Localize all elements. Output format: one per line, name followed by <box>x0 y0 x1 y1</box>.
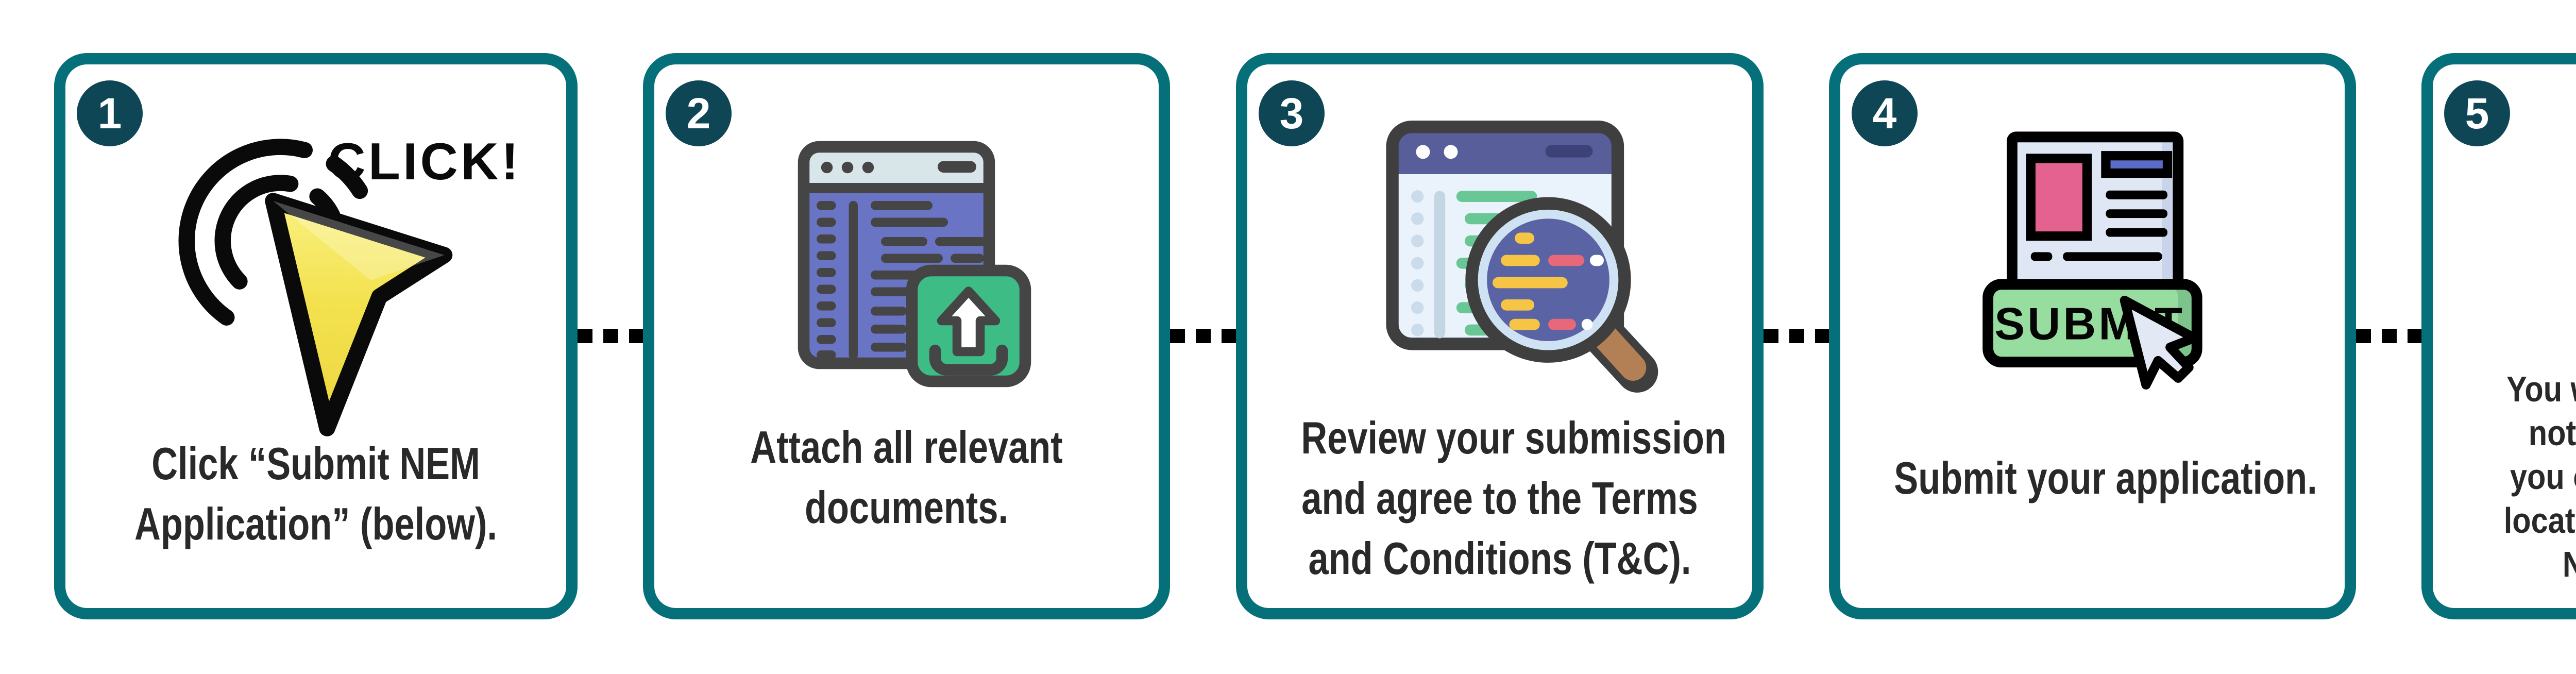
email-notification-icon: 1 <box>2567 108 2576 352</box>
caption-line: Submit your application. <box>1894 452 2317 503</box>
submit-button-icon-svg: SUBMIT <box>1982 131 2202 390</box>
caption-line: Application” (below). <box>134 498 497 549</box>
upload-documents-icon <box>786 131 1043 389</box>
caption-line: and Conditions (T&C). <box>1308 533 1691 584</box>
step-number-badge: 2 <box>666 80 732 146</box>
step-card-4: 4 S <box>1829 53 2356 619</box>
caption-line: Attach all relevant <box>750 422 1063 473</box>
step-caption: Review your submission and agree to the … <box>1301 408 1726 588</box>
caption-line: You will receive an email <box>2506 369 2576 409</box>
click-label: CLICK! <box>328 132 521 191</box>
dashed-connector <box>1764 329 1829 343</box>
submit-button-icon: SUBMIT <box>1967 126 2234 394</box>
caption-line: notification informing <box>2528 413 2576 453</box>
step-caption: Attach all relevant documents. <box>708 417 1105 537</box>
caption-line: Review your submission <box>1301 412 1726 463</box>
step-card-1: 1 CLICK! <box>54 53 578 619</box>
click-cursor-icon-svg: CLICK! <box>178 132 521 436</box>
step-number-badge: 5 <box>2444 80 2510 146</box>
email-notification-icon-svg: 1 <box>2567 108 2576 352</box>
step-number-badge: 1 <box>77 80 143 146</box>
caption-line: NEM application. <box>2475 543 2576 586</box>
step-card-2: 2 <box>643 53 1170 619</box>
click-cursor-icon: CLICK! <box>168 93 529 453</box>
upload-documents-icon-svg <box>798 141 1031 387</box>
cursor-pointer <box>2120 295 2199 390</box>
dashed-connector <box>1170 329 1236 343</box>
step-number: 2 <box>686 89 711 138</box>
caption-line: and agree to the Terms <box>1301 473 1698 524</box>
upload-box <box>906 264 1031 387</box>
step-card-5: 5 1 You will <box>2421 53 2576 619</box>
cursor-arrow <box>265 193 453 436</box>
step-number: 1 <box>97 89 122 138</box>
caption-line: location processing your <box>2503 500 2576 541</box>
document-lines <box>817 201 987 360</box>
magnifier-review-icon-svg <box>1386 121 1658 393</box>
step-caption: You will receive an email notification i… <box>2475 367 2576 586</box>
step-number: 4 <box>1872 89 1897 138</box>
magnifier-review-icon <box>1381 119 1659 397</box>
step-caption: Click “Submit NEM Application” (below). <box>119 433 513 554</box>
step-caption: Submit your application. <box>1894 448 2317 508</box>
step-number-badge: 3 <box>1259 80 1325 146</box>
magnifier <box>1465 197 1658 393</box>
caption-line: you of the Kedai Tenaga <box>2510 457 2576 497</box>
dashed-connector <box>2356 329 2421 343</box>
caption-line: documents. <box>804 482 1009 533</box>
step-number: 3 <box>1279 89 1304 138</box>
step-card-3: 3 <box>1236 53 1764 619</box>
step-number: 5 <box>2465 89 2489 138</box>
application-document <box>2007 131 2184 293</box>
dashed-connector <box>578 329 643 343</box>
step-number-badge: 4 <box>1852 80 1918 146</box>
caption-line: Click “Submit NEM <box>151 438 480 489</box>
